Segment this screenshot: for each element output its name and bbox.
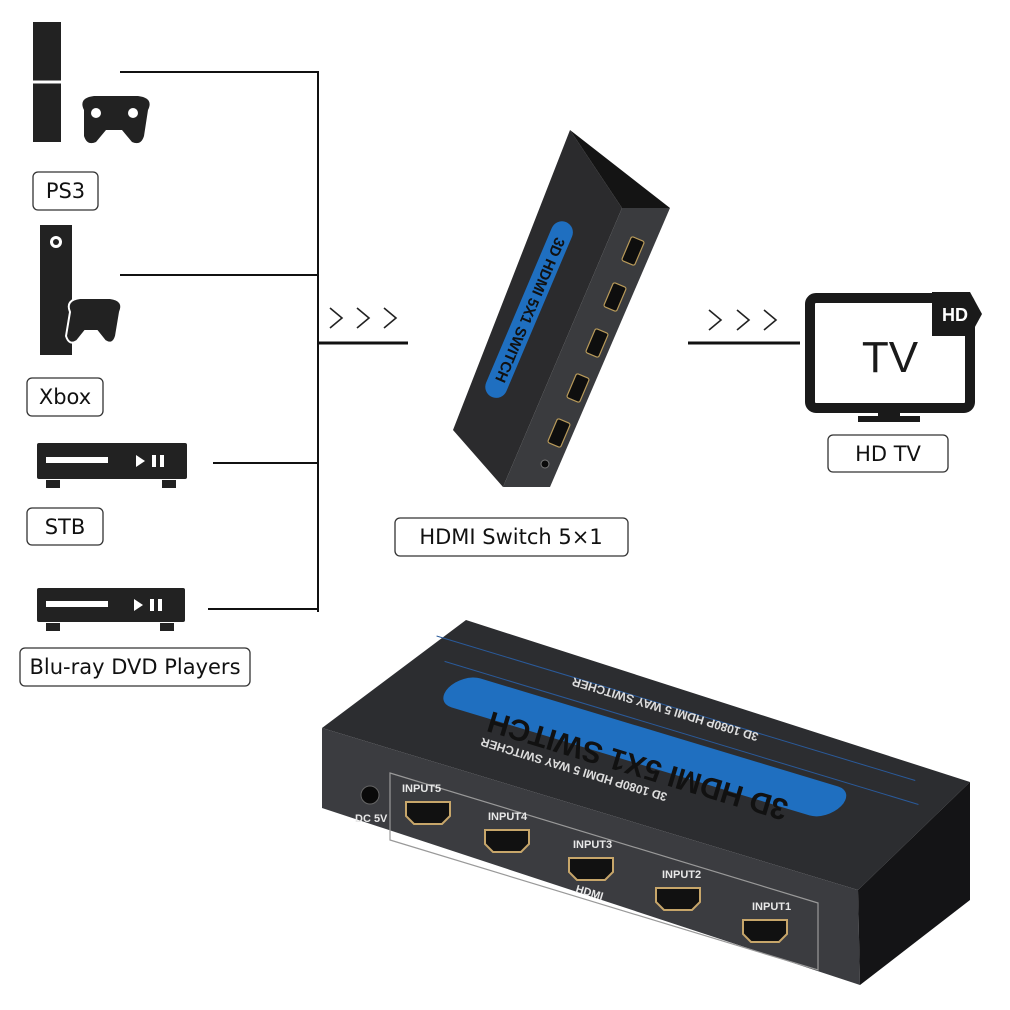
hd-badge-text: HD (942, 305, 968, 325)
tv-screen-text: TV (862, 333, 919, 382)
bluray-player-icon (37, 588, 185, 631)
dc-power-jack (360, 785, 380, 805)
port-label-input4: INPUT4 (488, 811, 528, 823)
hdmi-port: INPUT1 (742, 901, 791, 943)
label-box-tv (827, 434, 949, 473)
power-label: DC 5V (355, 813, 388, 825)
xbox-console-icon (40, 225, 123, 355)
source-label-ps3: PS3 (46, 179, 85, 203)
label-box-switch (394, 517, 629, 557)
hdmi-switch-large-image: 3D HDMI 5X1 SWITCH 3D 1080P HDMI 5 WAY S… (322, 620, 970, 985)
connection-wires (120, 71, 800, 612)
chevron-right-icon (708, 309, 778, 331)
hd-badge (932, 292, 982, 336)
label-box-xbox (26, 377, 104, 417)
set-top-box-icon (37, 443, 187, 488)
port-panel-outline (389, 772, 819, 971)
source-label-xbox: Xbox (39, 385, 91, 409)
switch-label: HDMI Switch 5×1 (419, 525, 602, 549)
source-label-stb: STB (45, 515, 86, 539)
hdmi-port: INPUT3 (568, 839, 614, 881)
wire-ps3 (120, 71, 319, 612)
port-label-input2: INPUT2 (662, 869, 701, 881)
label-box-bluray (19, 647, 251, 687)
label-box-ps3 (32, 171, 99, 211)
tv-label: HD TV (855, 442, 921, 466)
hdmi-port: INPUT2 (655, 869, 701, 911)
hdmi-port: INPUT5 (402, 783, 451, 825)
tv-icon: TV HD (805, 292, 982, 422)
chevron-right-icon (329, 307, 398, 329)
hdmi-switch-small-image: 3D HDMI 5X1 SWITCH (453, 130, 670, 487)
source-label-bluray: Blu-ray DVD Players (29, 655, 240, 679)
port-label-input5: INPUT5 (402, 783, 441, 795)
port-label-input3: INPUT3 (573, 839, 612, 851)
port-label-input1: INPUT1 (752, 901, 791, 913)
hdmi-port: INPUT4 (484, 811, 530, 853)
ps3-console-icon (33, 22, 150, 144)
label-box-stb (26, 507, 104, 546)
